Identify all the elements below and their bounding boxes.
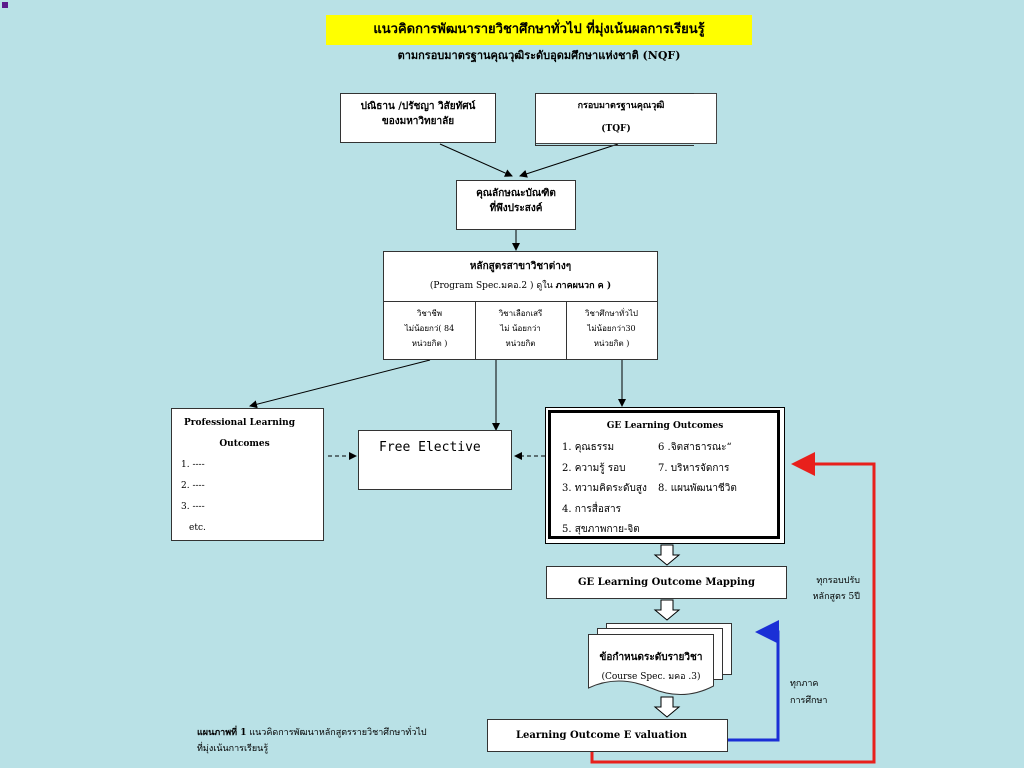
program-col-professional: วิชาชีพ ไม่น้อยกว่( 84 หน่วยกิต ) (384, 306, 475, 351)
free-elective-box: Free Elective (358, 430, 512, 490)
ge-outcome-7: 7. บริหารจัดการ (658, 462, 730, 474)
program-box: หลักสูตรสาขาวิชาต่างๆ (Program Spec.มคอ.… (383, 251, 658, 360)
note-every-5-years: ทุกรอบปรับ หลักสูตร 5ปี (804, 573, 860, 605)
note-every5-l1: ทุกรอบปรับ (816, 576, 860, 586)
program-line2: (Program Spec.มคอ.2 ) ดูใน ภาคผนวก ค ) (384, 279, 657, 293)
program-col-1-l3: หน่วยกิต ) (411, 339, 448, 348)
program-col-general-education: วิชาศึกษาทั่วไป ไม่น้อยกว่า30 หน่วยกิต ) (566, 306, 657, 351)
philosophy-line1: ปณิธาน /ปรัชญา วิสัยทัศน์ (360, 101, 476, 112)
ge-outcome-5: 5. สุขภาพกาย-จิต (562, 524, 640, 535)
caption-prefix: แผนภาพที่ 1 (197, 728, 247, 738)
ge-outcomes-title: GE Learning Outcomes (606, 421, 724, 431)
ge-outcome-8: 8. แผนพัฒนาชีวิต (658, 483, 737, 494)
caption-text-2: ที่มุ่งเน้นการเรียนรู้ (197, 744, 269, 754)
program-divider (384, 301, 657, 302)
program-col-3-l2: ไม่น้อยกว่า30 (587, 324, 636, 333)
course-spec-doc-shape (588, 634, 714, 696)
caption-text-1: แนวคิดการพัฒนาหลักสูตรรายวิชาศึกษาทั่วไป (246, 728, 427, 738)
evaluation-box: Learning Outcome E valuation (487, 719, 728, 752)
course-spec-line1: ข้อกำหนดระดับรายวิชา (599, 652, 703, 663)
note-every-semester: ทุกภาค การศึกษา (790, 676, 828, 710)
program-line1: หลักสูตรสาขาวิชาต่างๆ (469, 261, 572, 272)
tqf-box-inner-frame (535, 93, 694, 146)
program-col-3-l1: วิชาศึกษาทั่วไป (585, 309, 638, 318)
graduate-line1: คุณลักษณะบัณฑิต (476, 188, 556, 199)
program-col-2-l2: ไม่ น้อยกว่า (500, 324, 541, 333)
program-col-free-elective: วิชาเลือกเสรี ไม่ น้อยกว่า หน่วยกิต (475, 306, 566, 351)
ge-outcomes-left-list: 1. คุณธรรม 2. ความรู้ รอบ 3. ทวามคิดระดั… (562, 438, 647, 541)
tqf-box: กรอบมาตรฐานคุณวุฒิ (TQF) (535, 93, 717, 146)
professional-item-1: 1. ---- (181, 460, 205, 470)
program-col-2-l3: หน่วยกิต (505, 339, 536, 348)
page-subtitle: ตามกรอบมาตรฐานคุณวุฒิระดับอุดมศึกษาแห่งช… (397, 49, 681, 62)
note-every5-l2: หลักสูตร 5ปี (812, 592, 860, 602)
ge-mapping-box: GE Learning Outcome Mapping (546, 566, 787, 599)
tqf-line2: (TQF) (601, 124, 631, 134)
professional-etc: etc. (189, 523, 206, 533)
program-line2-b: ภาคผนวก ค ) (555, 281, 612, 291)
page-title: แนวคิดการพัฒนารายวิชาศึกษาทั่วไป ที่มุ่ง… (326, 15, 752, 45)
professional-title-2: Outcomes (219, 439, 270, 449)
ge-mapping-label: GE Learning Outcome Mapping (578, 577, 755, 588)
ge-outcome-3: 3. ทวามคิดระดับสูง (562, 483, 647, 494)
free-elective-label: Free Elective (379, 440, 481, 455)
tqf-line1: กรอบมาตรฐานคุณวุฒิ (577, 101, 665, 111)
philosophy-line2: ของมหาวิทยาลัย (381, 116, 455, 127)
ge-outcome-2: 2. ความรู้ รอบ (562, 462, 626, 474)
program-line2-a: (Program Spec.มคอ.2 ) ดูใน (429, 281, 556, 291)
professional-title-1: Professional Learning (183, 418, 296, 428)
figure-caption: แผนภาพที่ 1 แนวคิดการพัฒนาหลักสูตรรายวิช… (197, 725, 427, 757)
course-spec-line2: (Course Spec. มคอ .3) (601, 672, 701, 682)
corner-marker (2, 2, 8, 8)
program-col-1-l2: ไม่น้อยกว่( 84 (404, 324, 455, 333)
program-col-2-l1: วิชาเลือกเสรี (498, 309, 543, 318)
ge-outcome-4: 4. การสื่อสาร (562, 503, 621, 515)
program-col-divider-2 (566, 301, 567, 359)
ge-outcomes-box: GE Learning Outcomes 1. คุณธรรม 2. ความร… (545, 407, 785, 544)
professional-item-2: 2. ---- (181, 481, 205, 491)
professional-item-3: 3. ---- (181, 502, 205, 512)
philosophy-box: ปณิธาน /ปรัชญา วิสัยทัศน์ ของมหาวิทยาลัย (340, 93, 496, 143)
graduate-line2: ที่พึงประสงค์ (489, 203, 543, 214)
ge-outcomes-right-list: 6 .จิตสาธารณะ“ 7. บริหารจัดการ 8. แผนพัฒ… (658, 438, 737, 500)
program-col-divider-1 (475, 301, 476, 359)
note-semester-l2: การศึกษา (790, 696, 828, 706)
note-semester-l1: ทุกภาค (790, 679, 819, 689)
ge-outcome-6: 6 .จิตสาธารณะ“ (658, 442, 732, 453)
evaluation-label: Learning Outcome E valuation (516, 730, 688, 741)
ge-outcome-1: 1. คุณธรรม (562, 442, 615, 453)
course-spec-document: ข้อกำหนดระดับรายวิชา (Course Spec. มคอ .… (588, 634, 714, 696)
professional-outcomes-box: Professional Learning Outcomes 1. ---- 2… (171, 408, 324, 541)
ge-outcomes-inner-frame (548, 410, 780, 539)
program-col-3-l3: หน่วยกิต ) (593, 339, 630, 348)
program-col-1-l1: วิชาชีพ (416, 309, 443, 318)
graduate-characteristics-box: คุณลักษณะบัณฑิต ที่พึงประสงค์ (456, 180, 576, 230)
